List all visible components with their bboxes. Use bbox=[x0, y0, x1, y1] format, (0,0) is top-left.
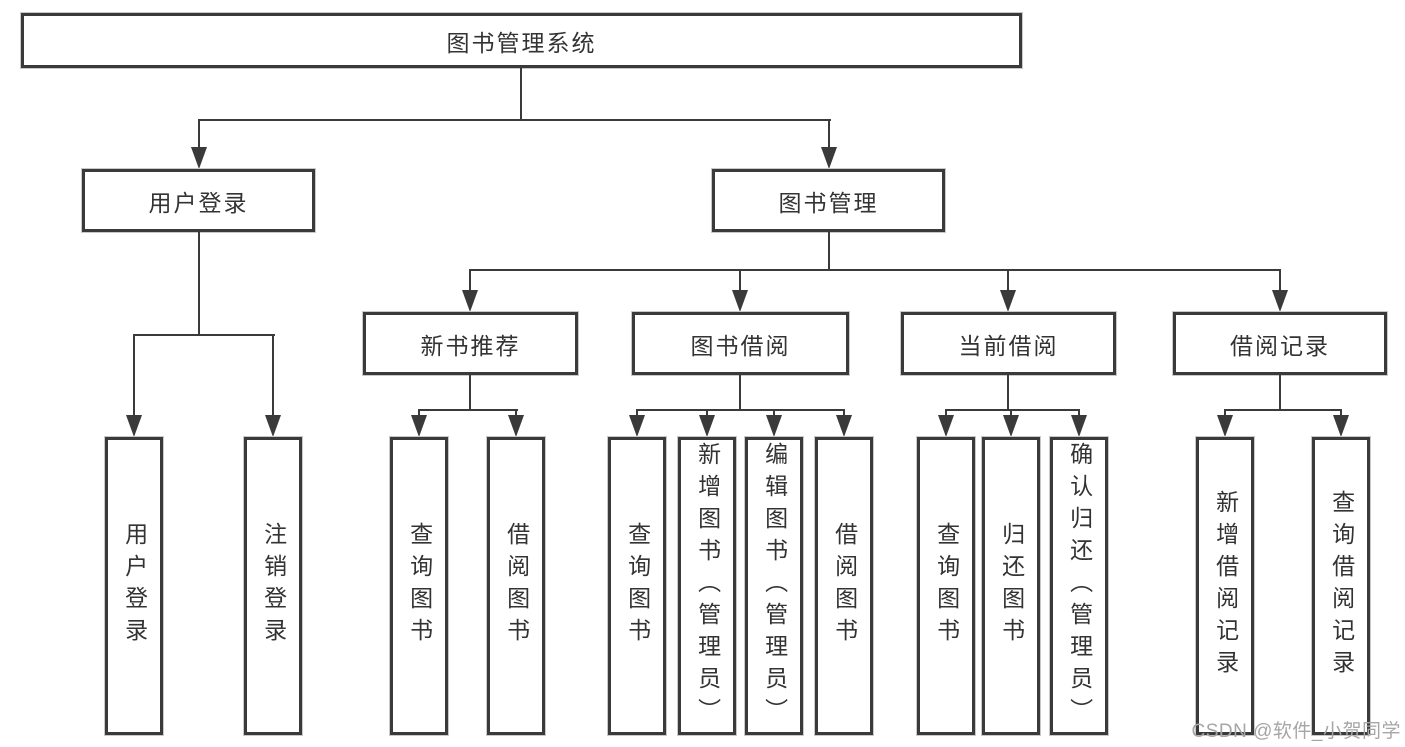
connector-vline bbox=[773, 409, 775, 417]
node-leaf-query-books-current: 查询图书 bbox=[917, 437, 975, 735]
arrowhead bbox=[699, 415, 715, 437]
connector-hline bbox=[133, 334, 275, 336]
connector-vline bbox=[520, 68, 522, 121]
node-library-system: 图书管理系统 bbox=[21, 13, 1022, 68]
connector-vline bbox=[828, 232, 830, 271]
arrowhead bbox=[1071, 415, 1087, 437]
connector-vline bbox=[515, 409, 517, 417]
arrowhead bbox=[821, 147, 837, 169]
connector-vline bbox=[636, 409, 638, 417]
node-new-book-recommend: 新书推荐 bbox=[363, 312, 578, 375]
connector-vline bbox=[1007, 269, 1009, 292]
connector-hline bbox=[636, 409, 845, 411]
node-leaf-borrow-books-borrowing: 借阅图书 bbox=[815, 437, 873, 735]
arrowhead bbox=[938, 415, 954, 437]
connector-vline bbox=[133, 334, 135, 417]
node-leaf-query-borrow-record: 查询借阅记录 bbox=[1312, 437, 1370, 735]
watermark: CSDN @软件_小贺同学 bbox=[1191, 721, 1401, 742]
arrowhead bbox=[1333, 415, 1349, 437]
connector-vline bbox=[945, 409, 947, 417]
connector-vline bbox=[706, 409, 708, 417]
node-leaf-user-login: 用户登录 bbox=[105, 437, 163, 735]
arrowhead bbox=[1217, 415, 1233, 437]
node-leaf-edit-books-admin: 编辑图书（管理员） bbox=[745, 437, 803, 735]
connector-vline bbox=[1007, 375, 1009, 411]
node-borrowing-records: 借阅记录 bbox=[1173, 312, 1387, 375]
connector-hline bbox=[198, 119, 831, 121]
connector-vline bbox=[1279, 269, 1281, 292]
arrowhead bbox=[1003, 415, 1019, 437]
node-book-borrowing: 图书借阅 bbox=[632, 312, 849, 375]
connector-vline bbox=[739, 375, 741, 411]
connector-vline bbox=[1279, 375, 1281, 411]
connector-vline bbox=[198, 232, 200, 336]
node-user-login: 用户登录 bbox=[82, 169, 315, 232]
node-book-management: 图书管理 bbox=[712, 169, 945, 232]
arrowhead bbox=[732, 290, 748, 312]
node-leaf-query-books-borrowing: 查询图书 bbox=[608, 437, 666, 735]
arrowhead bbox=[508, 415, 524, 437]
arrowhead bbox=[629, 415, 645, 437]
node-leaf-borrow-books-recommend: 借阅图书 bbox=[487, 437, 545, 735]
connector-vline bbox=[198, 119, 200, 149]
node-leaf-confirm-return-admin: 确认归还（管理员） bbox=[1050, 437, 1108, 735]
connector-vline bbox=[828, 119, 830, 149]
node-leaf-add-books-admin: 新增图书（管理员） bbox=[678, 437, 736, 735]
node-current-borrowing: 当前借阅 bbox=[901, 312, 1116, 375]
arrowhead bbox=[191, 147, 207, 169]
connector-vline bbox=[1010, 409, 1012, 417]
connector-hline bbox=[469, 269, 1281, 271]
arrowhead bbox=[265, 415, 281, 437]
arrowhead bbox=[126, 415, 142, 437]
arrowhead bbox=[836, 415, 852, 437]
node-leaf-query-books-recommend: 查询图书 bbox=[390, 437, 448, 735]
node-leaf-return-books: 归还图书 bbox=[982, 437, 1040, 735]
node-leaf-add-borrow-record: 新增借阅记录 bbox=[1196, 437, 1254, 735]
arrowhead bbox=[1272, 290, 1288, 312]
arrowhead bbox=[411, 415, 427, 437]
arrowhead bbox=[1000, 290, 1016, 312]
connector-vline bbox=[739, 269, 741, 292]
connector-vline bbox=[843, 409, 845, 417]
connector-vline bbox=[272, 334, 274, 417]
connector-vline bbox=[469, 375, 471, 411]
arrowhead bbox=[766, 415, 782, 437]
connector-hline bbox=[945, 409, 1080, 411]
connector-vline bbox=[1340, 409, 1342, 417]
connector-hline bbox=[418, 409, 518, 411]
connector-vline bbox=[1224, 409, 1226, 417]
arrowhead bbox=[462, 290, 478, 312]
node-leaf-logout: 注销登录 bbox=[244, 437, 302, 735]
connector-hline bbox=[1224, 409, 1342, 411]
connector-vline bbox=[469, 269, 471, 292]
connector-vline bbox=[1078, 409, 1080, 417]
connector-vline bbox=[418, 409, 420, 417]
